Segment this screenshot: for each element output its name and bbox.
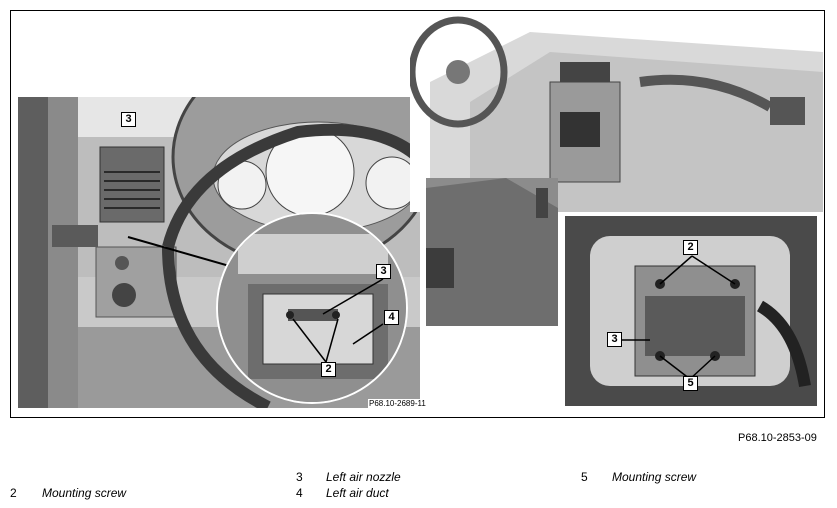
legend-number: 3	[296, 470, 303, 484]
callout-inset-screws-top: 2	[683, 240, 698, 255]
callout-magnifier-duct: 4	[384, 310, 399, 325]
legend-number: 5	[581, 470, 588, 484]
legend-number: 4	[296, 486, 303, 500]
interior-illustration	[18, 97, 420, 408]
legend-label: Left air duct	[326, 486, 389, 500]
callout-magnifier-nozzle: 3	[376, 264, 391, 279]
right-inset-photo: 2 3 5	[563, 214, 819, 408]
inset-reference-code: P68.10-2689-11	[369, 399, 426, 408]
left-photo-interior: 3	[18, 97, 420, 408]
figure-reference-code: P68.10-2853-09	[738, 432, 817, 444]
legend-label: Mounting screw	[42, 486, 127, 500]
magnifier-detail: 3 4 2	[216, 212, 408, 404]
center-console-photo	[426, 178, 558, 326]
console-illustration	[426, 178, 558, 326]
callout-left-air-nozzle: 3	[121, 112, 136, 127]
legend-label: Mounting screw	[612, 470, 697, 484]
callout-magnifier-screw: 2	[321, 362, 336, 377]
legend-number: 2	[10, 486, 17, 500]
callout-inset-screws-bottom: 5	[683, 376, 698, 391]
callout-inset-nozzle: 3	[607, 332, 622, 347]
legend-label: Left air nozzle	[326, 470, 401, 484]
magnifier-illustration	[218, 214, 406, 402]
